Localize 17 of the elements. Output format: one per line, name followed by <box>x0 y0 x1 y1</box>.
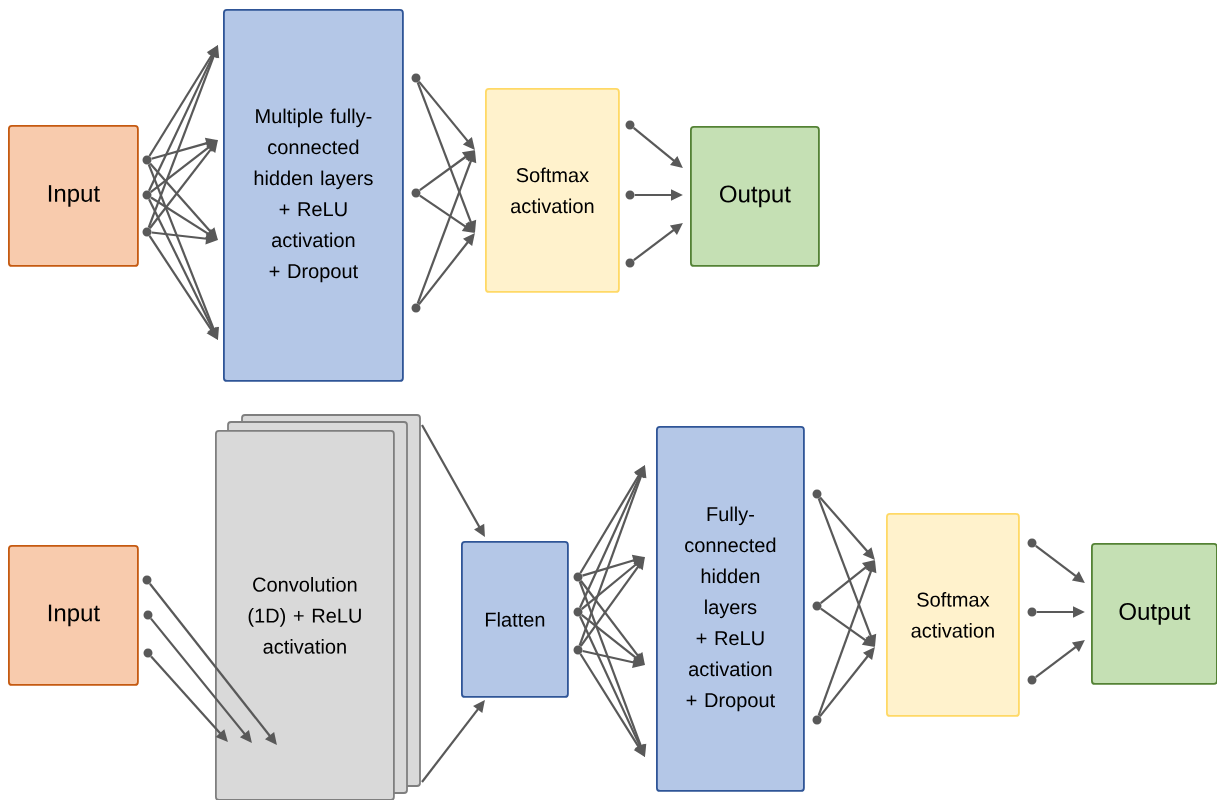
arrow <box>632 127 683 168</box>
arrow <box>819 647 875 717</box>
layer-box: Input <box>8 125 139 267</box>
arrow <box>418 80 475 150</box>
layer-box: Fully-connected hidden layers + ReLU activation + Dropout <box>656 426 805 792</box>
layer-box: Output <box>1091 543 1217 685</box>
layer-box: Softmax activation <box>886 513 1020 717</box>
layer-box: Output <box>690 126 820 267</box>
arrow <box>819 496 875 560</box>
layer-box: Flatten <box>461 541 569 698</box>
layer-box: Softmax activation <box>485 88 620 293</box>
layer-box: Input <box>8 545 139 686</box>
arrow <box>150 655 228 742</box>
layer-stack: Convolution (1D) + ReLU activation <box>215 414 421 800</box>
arrow <box>149 583 277 745</box>
layer-box: Multiple fully-connected hidden layers + ReLU activation + Dropout <box>223 9 404 382</box>
arrow <box>150 617 252 743</box>
